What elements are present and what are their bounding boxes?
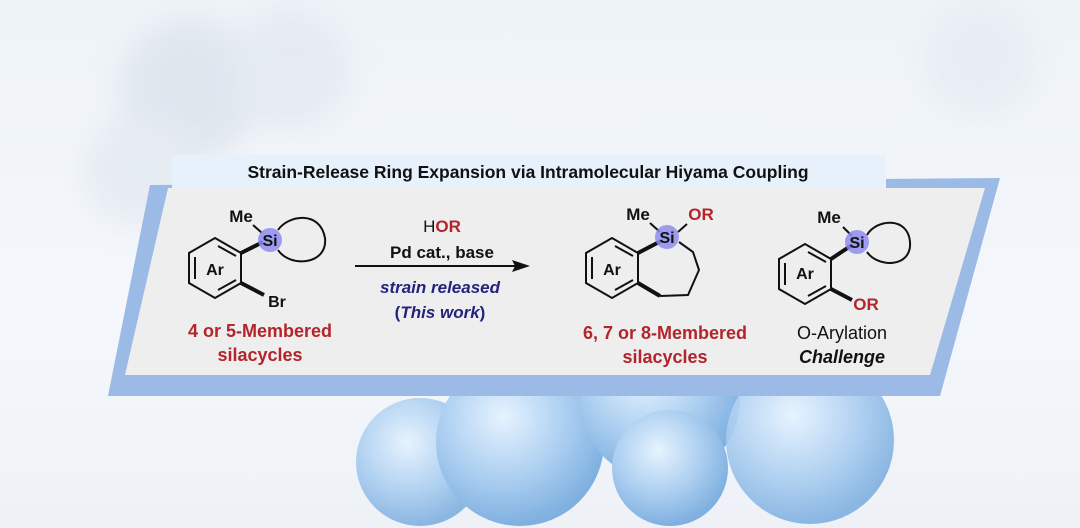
- methyl-label: Me: [229, 207, 253, 226]
- title-box: [172, 155, 886, 188]
- si-label: Si: [262, 233, 277, 250]
- panel: [125, 188, 985, 375]
- ar-label: Ar: [603, 262, 621, 279]
- si-label: Si: [849, 235, 864, 252]
- si-label: Si: [659, 230, 674, 247]
- si-highlight: [258, 228, 282, 252]
- this-work-label: (This work): [395, 303, 486, 322]
- methyl-label: Me: [817, 208, 841, 227]
- alkoxy-label: OR: [853, 295, 879, 314]
- alkoxy-label: OR: [688, 205, 714, 224]
- si-highlight: [845, 230, 869, 254]
- reagent-label: HOR: [423, 217, 461, 236]
- scheme-title: Strain-Release Ring Expansion via Intram…: [247, 162, 808, 182]
- catalyst-label: Pd cat., base: [390, 243, 494, 262]
- br-label: Br: [268, 294, 286, 311]
- background-decoration: [85, 5, 1035, 526]
- reactant-caption-line2: silacycles: [217, 345, 302, 365]
- product-caption-line2: silacycles: [622, 347, 707, 367]
- ar-label: Ar: [796, 266, 814, 283]
- side-caption-line2: Challenge: [799, 347, 885, 367]
- strain-released-label: strain released: [380, 278, 501, 297]
- ar-label: Ar: [206, 262, 224, 279]
- si-highlight: [655, 225, 679, 249]
- reaction-arrow: [355, 260, 530, 272]
- side-caption-line1: O-Arylation: [797, 323, 887, 343]
- product-caption-line1: 6, 7 or 8-Membered: [583, 323, 747, 343]
- methyl-label: Me: [626, 205, 650, 224]
- reactant-caption-line1: 4 or 5-Membered: [188, 321, 332, 341]
